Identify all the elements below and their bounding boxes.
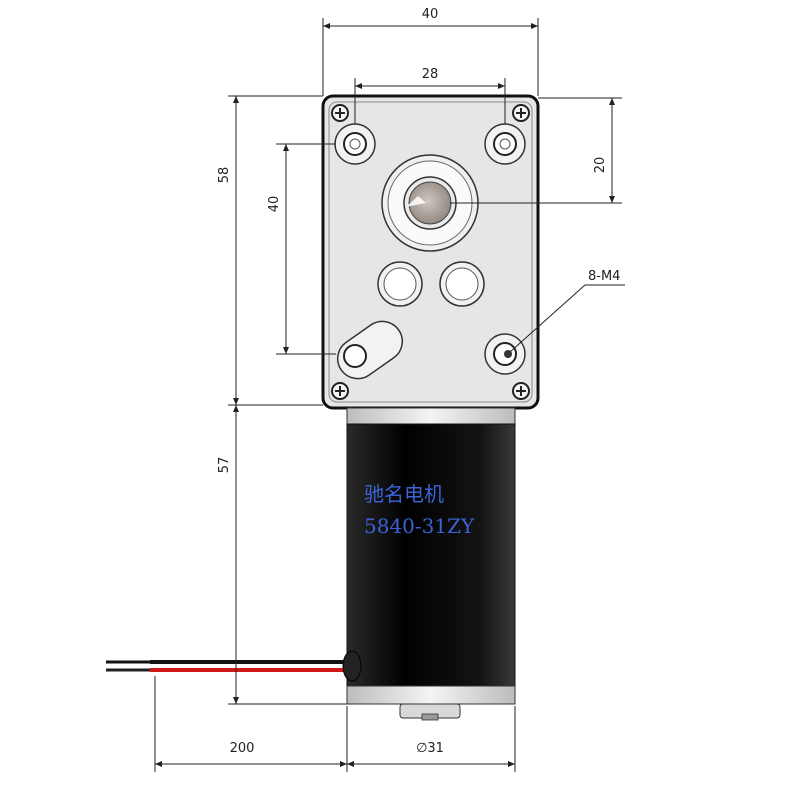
- mount-hole-bottom-right: [484, 333, 526, 375]
- middle-hole-right: [439, 261, 485, 307]
- motor-flange: [346, 407, 516, 425]
- corner-screw-icon: [512, 382, 530, 400]
- dim-lead-length: 200: [230, 741, 255, 756]
- brand-name: 驰名电机: [364, 482, 444, 506]
- motor-can: [346, 423, 516, 687]
- callout-mount-holes: 8-M4: [588, 269, 620, 284]
- mount-hole-bottom-left-slot: [336, 320, 404, 380]
- corner-screw-icon: [331, 104, 349, 122]
- output-shaft-icon: [381, 154, 479, 252]
- motor-body: 驰名电机 5840-31ZY: [346, 407, 516, 721]
- dim-motor-length: 57: [217, 457, 232, 474]
- dim-gearbox-height: 58: [217, 167, 232, 184]
- dimensions: [154, 18, 625, 772]
- corner-screw-icon: [512, 104, 530, 122]
- dim-shaft-offset: 20: [593, 157, 608, 174]
- mount-hole-top-right: [484, 123, 526, 165]
- lead-wires: [106, 650, 362, 682]
- dim-motor-diameter: ∅31: [416, 741, 444, 756]
- dim-hole-spacing-y: 40: [267, 196, 282, 213]
- mount-hole-top-left: [334, 123, 376, 165]
- dim-hole-spacing-x: 28: [422, 67, 439, 82]
- gearbox: [321, 94, 540, 410]
- motor-endcap: [346, 685, 516, 705]
- dim-gearbox-width: 40: [422, 7, 439, 22]
- wire-grommet: [342, 650, 362, 682]
- corner-screw-icon: [331, 382, 349, 400]
- model-number: 5840-31ZY: [364, 514, 475, 538]
- middle-hole-left: [377, 261, 423, 307]
